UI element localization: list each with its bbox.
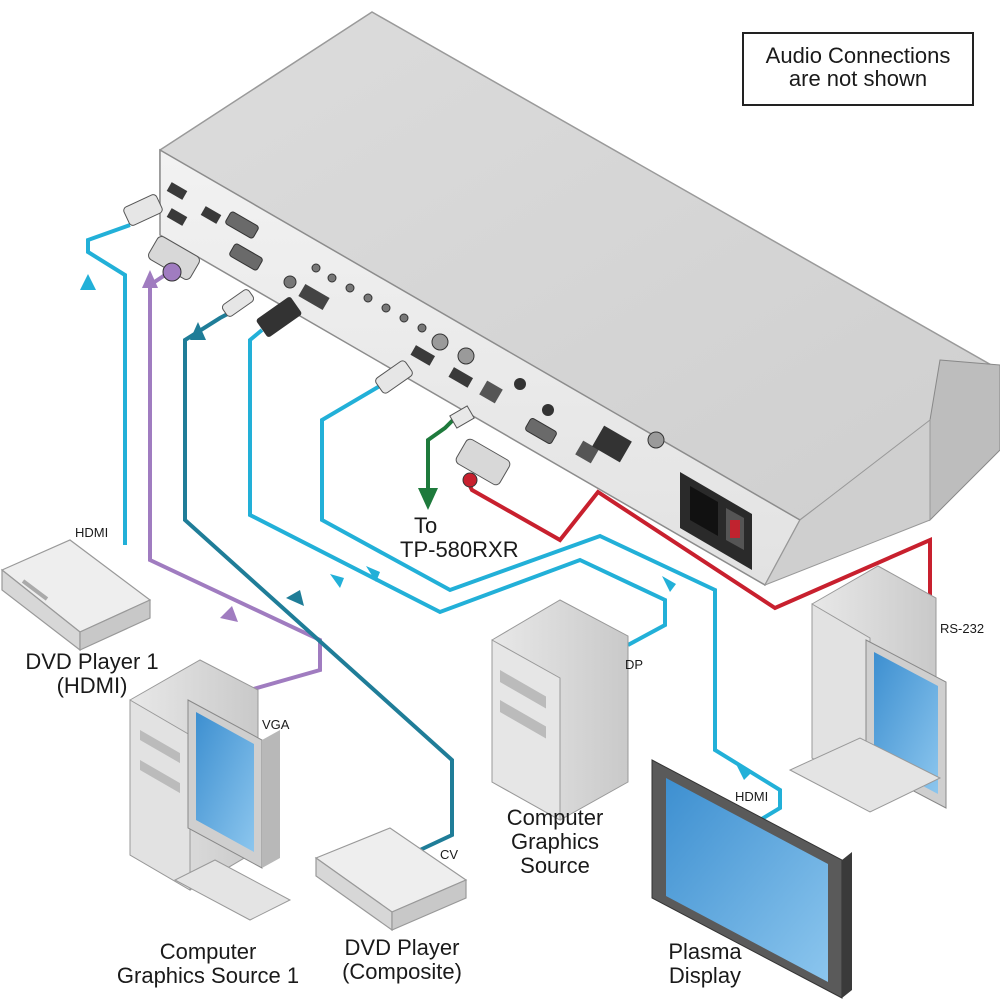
audio-jacks-row (283, 263, 427, 333)
vga-ports (225, 211, 263, 271)
cable-vga (148, 273, 322, 700)
cable-cv (183, 308, 454, 852)
computer-source-1-label: Computer Graphics Source 1 (88, 940, 328, 988)
hdmi-input-ports (166, 182, 222, 226)
arrow-hdmi-out-2 (662, 576, 676, 592)
switcher-unit (159, 11, 1000, 587)
computer-source-1-line1: Computer (159, 939, 257, 964)
computer-source-line3: Source (520, 852, 590, 878)
audio-note-line1: Audio Connections (765, 43, 951, 68)
computer-source-1-line2: Graphics Source 1 (116, 962, 300, 988)
plasma-display-line1: Plasma (668, 939, 742, 964)
arrow-vga (142, 270, 158, 288)
cable-rs232 (466, 481, 932, 615)
arrow-vga-2 (220, 606, 238, 622)
cable-hdmi-dvd1 (86, 223, 131, 545)
label-hdmi-in: HDMI (75, 525, 109, 540)
label-vga: VGA (262, 717, 290, 732)
arrow-hdmi-out-1 (366, 566, 380, 582)
label-hdmi-out: HDMI (735, 789, 769, 804)
dvd-player-composite-line2: (Composite) (342, 958, 462, 984)
dvd-player-1-label: DVD Player 1 (HDMI) (2, 650, 182, 698)
dvd-player-1-line2: (HDMI) (56, 672, 128, 698)
cable-hdbt (426, 416, 457, 490)
dvd-player-composite-line1: DVD Player (344, 935, 460, 960)
label-rs232: RS-232 (940, 621, 985, 636)
destination-line1: To (414, 513, 438, 538)
destination-line2: TP-580RXR (400, 536, 519, 562)
arrow-hdbt (418, 488, 438, 510)
label-dp: DP (625, 657, 644, 672)
arrow-hdmi-dvd1 (80, 274, 96, 290)
plasma-display-device (651, 759, 852, 999)
power-inlet (680, 472, 752, 570)
computer-source-label: Computer Graphics Source (480, 806, 630, 877)
computer-source-line2: Graphics (510, 828, 600, 854)
dp-port (298, 283, 330, 311)
audio-note-line2: are not shown (788, 66, 928, 92)
output-ports (410, 333, 665, 464)
label-cv: CV (440, 847, 459, 862)
destination-label: To TP-580RXR (400, 514, 519, 562)
computer-source-1-device (129, 659, 292, 921)
dvd-player-1-line1: DVD Player 1 (25, 649, 159, 674)
cable-dp (248, 328, 667, 647)
audio-note-box: Audio Connections are not shown (742, 32, 974, 106)
arrow-dp (330, 574, 344, 588)
dvd-player-composite-label: DVD Player (Composite) (322, 936, 482, 984)
cable-hdmi-out (320, 378, 782, 822)
arrow-cv-2 (286, 590, 304, 606)
plasma-display-line2: Display (668, 962, 742, 988)
arrow-hdmi-out-3 (736, 764, 752, 780)
arrow-cv (190, 322, 206, 340)
computer-source-line1: Computer (506, 805, 604, 830)
computer-source-device (491, 599, 629, 821)
dvd-player-1-device (0, 539, 152, 652)
control-computer-device (788, 565, 947, 813)
cable-connectors (123, 194, 511, 488)
dvd-player-composite-device (314, 827, 468, 932)
plasma-display-label: Plasma Display (650, 940, 760, 988)
